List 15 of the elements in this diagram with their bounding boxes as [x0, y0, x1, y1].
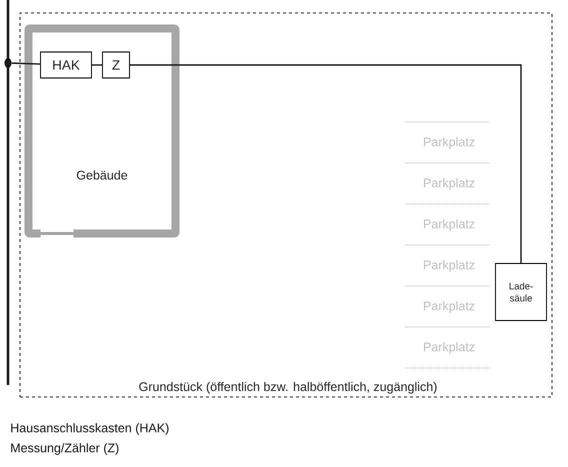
parking-label: Parkplatz	[424, 137, 474, 149]
connection-box: HAK	[40, 52, 92, 78]
cable-line	[92, 64, 102, 66]
parking-label: Parkplatz	[424, 301, 474, 313]
charging-station-box: Lade- säule	[495, 263, 547, 321]
junction-dot	[4, 58, 12, 68]
parking-label: Parkplatz	[424, 219, 474, 231]
legend-note: Messung/Zähler (Z)	[11, 443, 118, 455]
parking-label: Parkplatz	[424, 260, 474, 272]
meter-box: Z	[102, 52, 130, 78]
cable-line	[130, 64, 522, 264]
legend-note: Hausanschlusskasten (HAK)	[11, 423, 168, 435]
cable-line	[12, 62, 40, 65]
parking-label: Parkplatz	[424, 342, 474, 354]
parking-label: Parkplatz	[424, 178, 474, 190]
